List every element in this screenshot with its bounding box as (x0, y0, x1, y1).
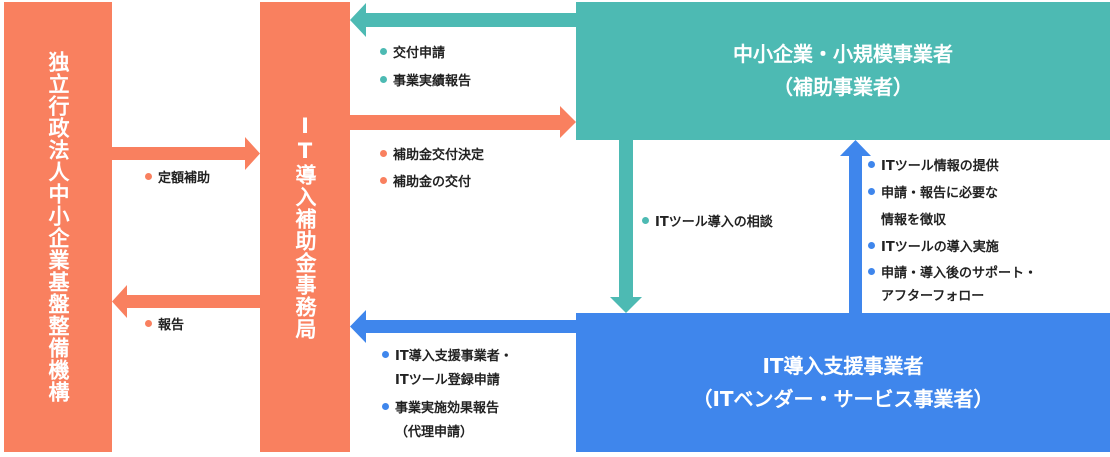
arrow-application (350, 3, 576, 37)
flow-text: 情報を徴収 (881, 213, 947, 228)
flow-text: アフターフォロー (881, 289, 985, 304)
flow-text: ITツール情報の提供 (881, 159, 999, 174)
smrj-node: 独立行政法人 中小企業基盤整備機構 (4, 2, 112, 452)
label-consult: ITツール導入の相談 (642, 215, 773, 231)
bullet-icon (380, 150, 387, 157)
label-vendor-to-office: IT導入支援事業者・ ITツール登録申請 事業実施効果報告 （代理申請） (382, 345, 513, 445)
bullet-icon (868, 268, 875, 275)
label-application: 交付申請 事業実績報告 (380, 40, 471, 96)
label-vendor-to-sme: ITツール情報の提供 申請・報告に必要な 情報を徴収 ITツールの導入実施 申請… (868, 153, 1037, 308)
bullet-icon (145, 173, 152, 180)
flow-text: 補助金の交付 (393, 175, 472, 190)
vendor-name-line1: IT導入支援事業者 (762, 353, 924, 378)
vendor-node: IT導入支援事業者 （ITベンダー・サービス事業者） (576, 313, 1110, 452)
bullet-icon (380, 76, 387, 83)
bullet-icon (382, 403, 389, 410)
vendor-name-line2: （ITベンダー・サービス事業者） (692, 386, 994, 411)
flow-text: 報告 (158, 318, 185, 333)
flow-text: 補助金交付決定 (393, 148, 485, 163)
flow-text: 事業実施効果報告 (395, 401, 500, 416)
flow-text: 申請・導入後のサポート・ (881, 266, 1038, 281)
sme-name-line2: （補助事業者） (773, 75, 913, 99)
bullet-icon (868, 188, 875, 195)
office-name: IT導入補助金事務局 (293, 114, 317, 340)
label-decision: 補助金交付決定 補助金の交付 (380, 142, 484, 196)
arrow-subsidy (112, 137, 260, 170)
arrow-report (112, 285, 260, 318)
bullet-icon (382, 351, 389, 358)
arrow-decision (350, 106, 576, 138)
arrow-consult (610, 139, 642, 313)
smrj-name-line1: 独立行政法人 (46, 51, 70, 183)
label-subsidy: 定額補助 (145, 171, 210, 187)
flow-text: ITツールの導入実施 (881, 240, 999, 255)
bullet-icon (868, 242, 875, 249)
flow-text: 定額補助 (158, 171, 211, 186)
flow-text: 交付申請 (393, 46, 446, 61)
flow-text: （代理申請） (395, 425, 474, 440)
flow-text: ITツール登録申請 (395, 373, 500, 388)
bullet-icon (145, 320, 152, 327)
flow-text: 事業実績報告 (393, 74, 472, 89)
office-node: IT導入補助金事務局 (260, 2, 350, 452)
sme-node: 中小企業・小規模事業者 （補助事業者） (576, 2, 1110, 140)
bullet-icon (868, 161, 875, 168)
label-report: 報告 (145, 318, 184, 334)
smrj-name-line2: 中小企業基盤整備機構 (46, 183, 70, 403)
bullet-icon (642, 217, 649, 224)
arrow-vendor-to-office (350, 310, 576, 343)
flow-text: ITツール導入の相談 (655, 215, 773, 230)
sme-name-line1: 中小企業・小規模事業者 (733, 42, 953, 66)
arrow-vendor-to-sme (840, 140, 871, 313)
flow-text: IT導入支援事業者・ (395, 349, 513, 364)
bullet-icon (380, 48, 387, 55)
flow-text: 申請・報告に必要な (881, 186, 999, 201)
bullet-icon (380, 177, 387, 184)
